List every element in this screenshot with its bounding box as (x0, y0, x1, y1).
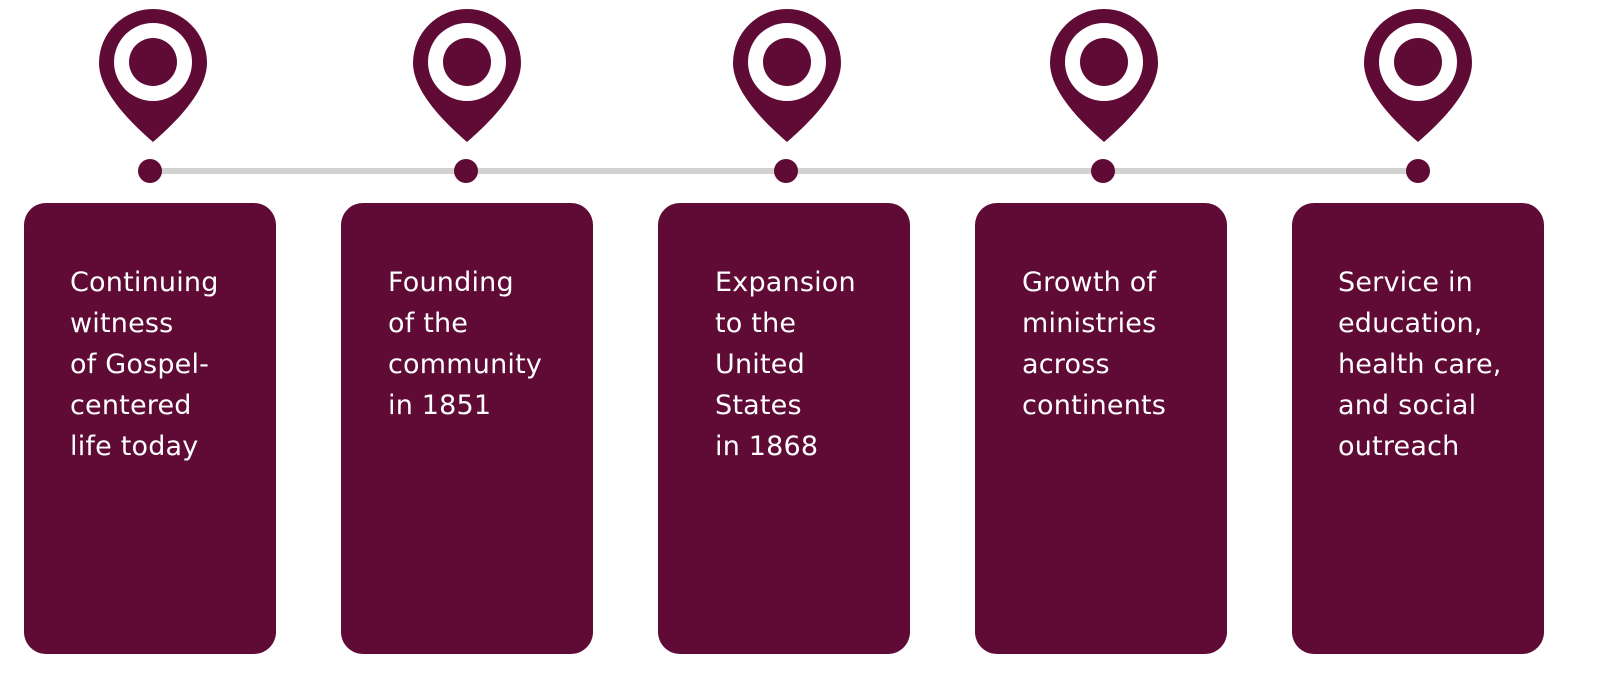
map-pin-icon (411, 8, 523, 142)
milestone-text: Growth of ministries across continents (1022, 267, 1167, 421)
timeline-dot (454, 159, 478, 183)
milestone-text: Founding of the community in 1851 (388, 267, 543, 421)
milestone-text: Service in education, health care, and s… (1338, 267, 1502, 462)
timeline-dot (1091, 159, 1115, 183)
milestone-card: Continuing witness of Gospel- centered l… (24, 203, 276, 654)
timeline-dot (774, 159, 798, 183)
milestone-card: Expansion to the United States in 1868 (658, 203, 910, 654)
map-pin-icon (1362, 8, 1474, 142)
milestone-card: Founding of the community in 1851 (341, 203, 593, 654)
timeline-dot (138, 159, 162, 183)
timeline-dot (1406, 159, 1430, 183)
map-pin-icon (97, 8, 209, 142)
milestone-text: Continuing witness of Gospel- centered l… (70, 267, 219, 462)
map-pin-icon (1048, 8, 1160, 142)
map-pin-icon (731, 8, 843, 142)
milestone-card: Service in education, health care, and s… (1292, 203, 1544, 654)
milestone-card: Growth of ministries across continents (975, 203, 1227, 654)
milestone-text: Expansion to the United States in 1868 (715, 267, 856, 462)
